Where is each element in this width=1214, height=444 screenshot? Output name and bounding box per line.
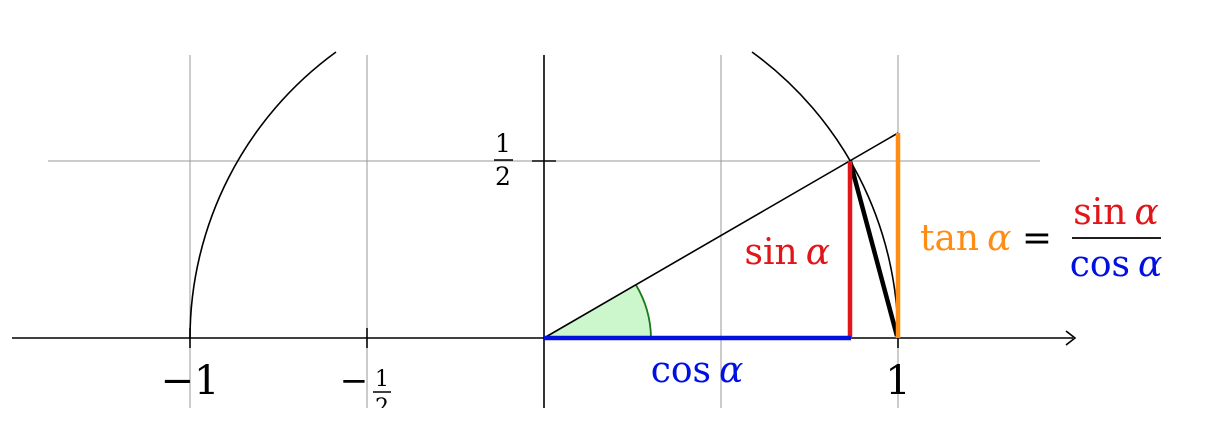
y-tick-label-half: 1 2 [494, 129, 513, 191]
y-tick-half-denominator: 2 [495, 162, 511, 191]
tan-label-name: tan [920, 218, 979, 259]
frac-den-var: α [1138, 244, 1162, 285]
cos-label-var: α [719, 350, 743, 391]
y-tick-half-numerator: 1 [495, 129, 511, 158]
x-tick-label-neg-half: − 1 2 [340, 361, 391, 420]
unit-circle-arc-right [751, 51, 899, 339]
frac-num-name: sin [1073, 192, 1126, 233]
angle-alpha-wedge [544, 285, 651, 338]
x-tick-neg-half-sign: − [340, 361, 369, 401]
frac-num-var: α [1134, 192, 1158, 233]
equals-sign: = [1022, 218, 1052, 259]
sin-label-name: sin [745, 232, 798, 273]
x-axis-arrowhead [1065, 330, 1077, 346]
x-tick-neg-half-numerator: 1 [375, 367, 389, 392]
x-tick-label-one: 1 [885, 358, 910, 404]
frac-den-name: cos [1070, 244, 1130, 285]
cos-label-name: cos [651, 350, 711, 391]
chord-line [847, 160, 900, 337]
x-tick-label-neg-one: −1 [161, 358, 220, 404]
sin-label-var: α [806, 232, 830, 273]
unit-circle-arc-left [189, 51, 337, 339]
ray-to-tangent [543, 132, 899, 339]
angle-alpha-arc [635, 284, 652, 339]
tan-label-var: α [987, 218, 1011, 259]
x-tick-neg-half-denominator: 2 [375, 395, 389, 420]
